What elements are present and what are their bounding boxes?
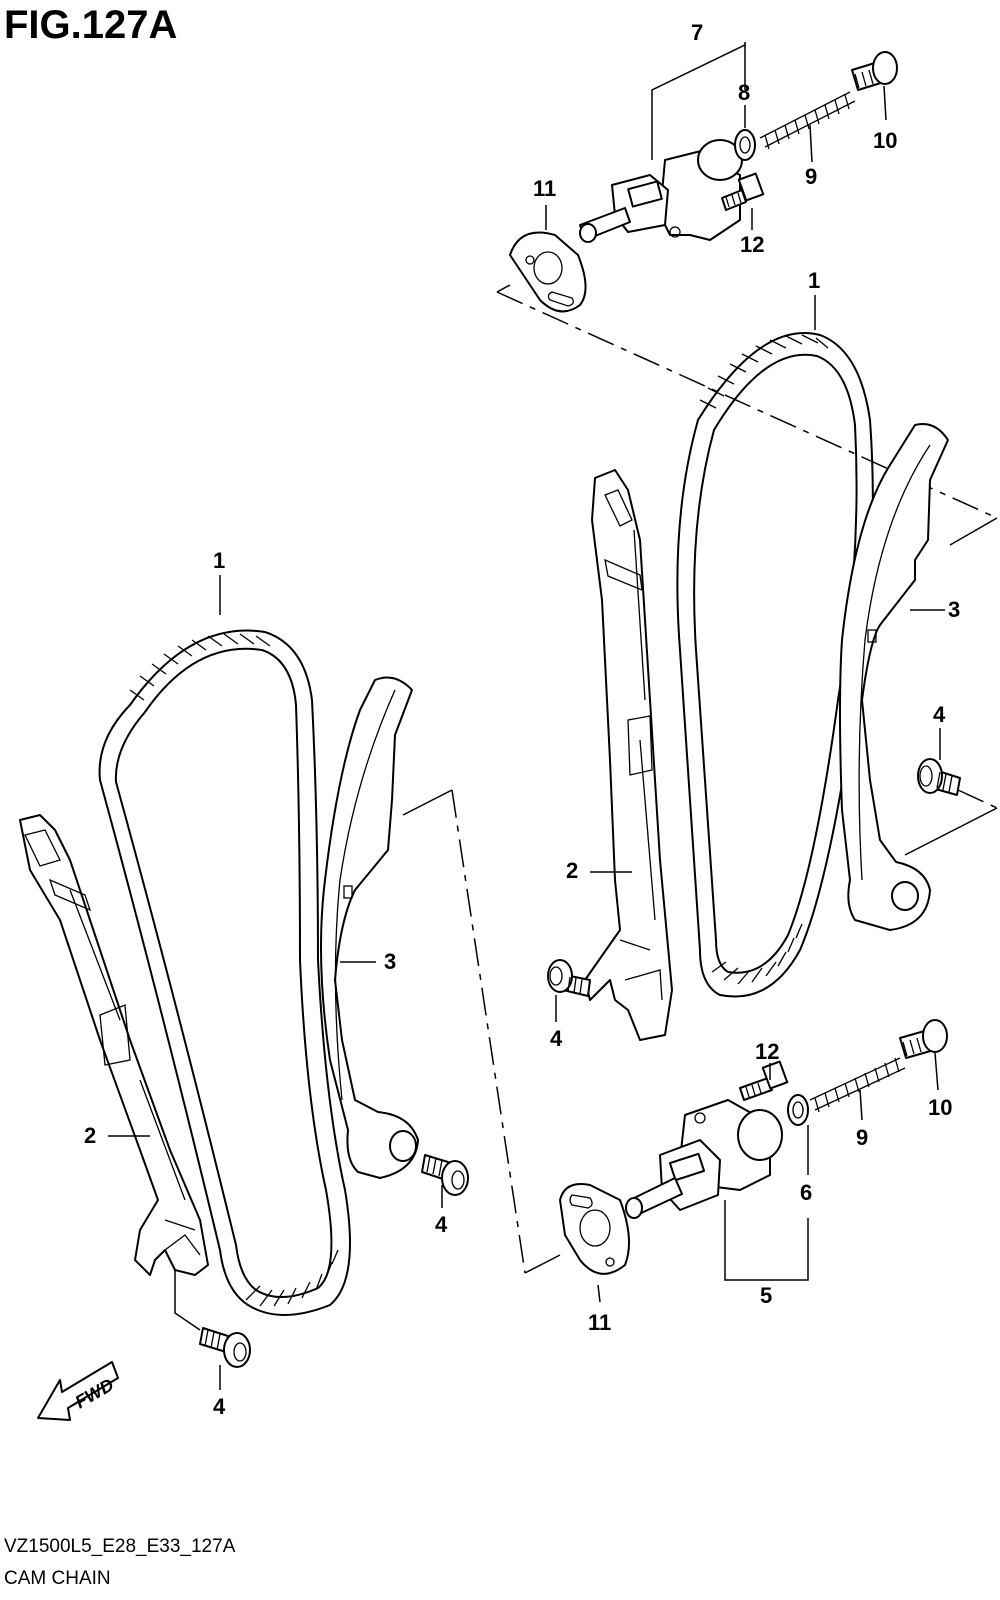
callout-lower-cap-bolt: 10 bbox=[928, 1095, 952, 1120]
callout-right-adjuster: 3 bbox=[948, 597, 960, 622]
lower-gasket bbox=[559, 1183, 630, 1275]
upper-gasket bbox=[509, 231, 587, 313]
upper-spring bbox=[759, 91, 856, 150]
section-name: CAM CHAIN bbox=[4, 1568, 111, 1589]
lower-bolt bbox=[739, 1060, 789, 1101]
upper-tensioner-group: 7 8 9 10 11 12 bbox=[509, 20, 898, 313]
callout-upper-washer: 8 bbox=[738, 80, 750, 105]
callout-lower-washer: 6 bbox=[800, 1180, 812, 1205]
callout-left-guide-bolt: 4 bbox=[213, 1394, 226, 1419]
lower-tensioner-group: 12 10 9 6 5 11 bbox=[559, 1019, 952, 1335]
upper-tensioner-body bbox=[579, 139, 743, 243]
callout-upper-cap-bolt: 10 bbox=[873, 128, 897, 153]
callout-left-adjuster-bolt: 4 bbox=[435, 1212, 448, 1237]
lower-cap-bolt bbox=[899, 1019, 948, 1059]
right-guide-bolt bbox=[547, 959, 591, 997]
right-chain-adjuster bbox=[839, 423, 949, 931]
lower-spring bbox=[809, 1057, 906, 1113]
upper-washer bbox=[734, 129, 756, 161]
lower-tensioner-body bbox=[625, 1099, 783, 1219]
callout-right-guide: 2 bbox=[566, 858, 578, 883]
left-adjuster-bolt bbox=[421, 1154, 469, 1196]
fwd-arrow-icon: FWD bbox=[37, 1361, 119, 1421]
upper-cap-bolt bbox=[851, 51, 898, 91]
callout-upper-gasket: 11 bbox=[533, 176, 556, 201]
callout-right-guide-bolt: 4 bbox=[550, 1026, 563, 1051]
left-chain-guide bbox=[19, 814, 209, 1276]
right-adjuster-bolt bbox=[917, 758, 961, 796]
model-code: VZ1500L5_E28_E33_127A bbox=[4, 1536, 236, 1557]
callout-upper-tensioner-assy: 7 bbox=[691, 20, 703, 45]
callout-left-adjuster: 3 bbox=[384, 949, 396, 974]
callout-lower-bolt: 12 bbox=[755, 1039, 779, 1064]
callout-right-adjuster-bolt: 4 bbox=[933, 702, 946, 727]
callout-right-chain: 1 bbox=[808, 268, 820, 293]
left-cam-chain bbox=[98, 629, 351, 1316]
right-chain-guide bbox=[584, 469, 673, 1041]
left-guide-bolt bbox=[199, 1327, 251, 1368]
lower-washer bbox=[787, 1094, 809, 1126]
callout-left-guide: 2 bbox=[84, 1123, 96, 1148]
right-cam-chain bbox=[676, 332, 874, 998]
callout-lower-tensioner-assy: 5 bbox=[760, 1283, 772, 1308]
callout-lower-spring: 9 bbox=[856, 1125, 868, 1150]
callout-lower-gasket: 11 bbox=[588, 1310, 611, 1335]
callout-left-chain: 1 bbox=[213, 548, 225, 573]
callout-upper-bolt: 12 bbox=[740, 232, 764, 257]
upper-bolt bbox=[721, 172, 765, 211]
callout-upper-spring: 9 bbox=[805, 164, 817, 189]
figure-title: FIG.127A bbox=[4, 3, 177, 47]
left-chain-adjuster bbox=[320, 676, 419, 1179]
